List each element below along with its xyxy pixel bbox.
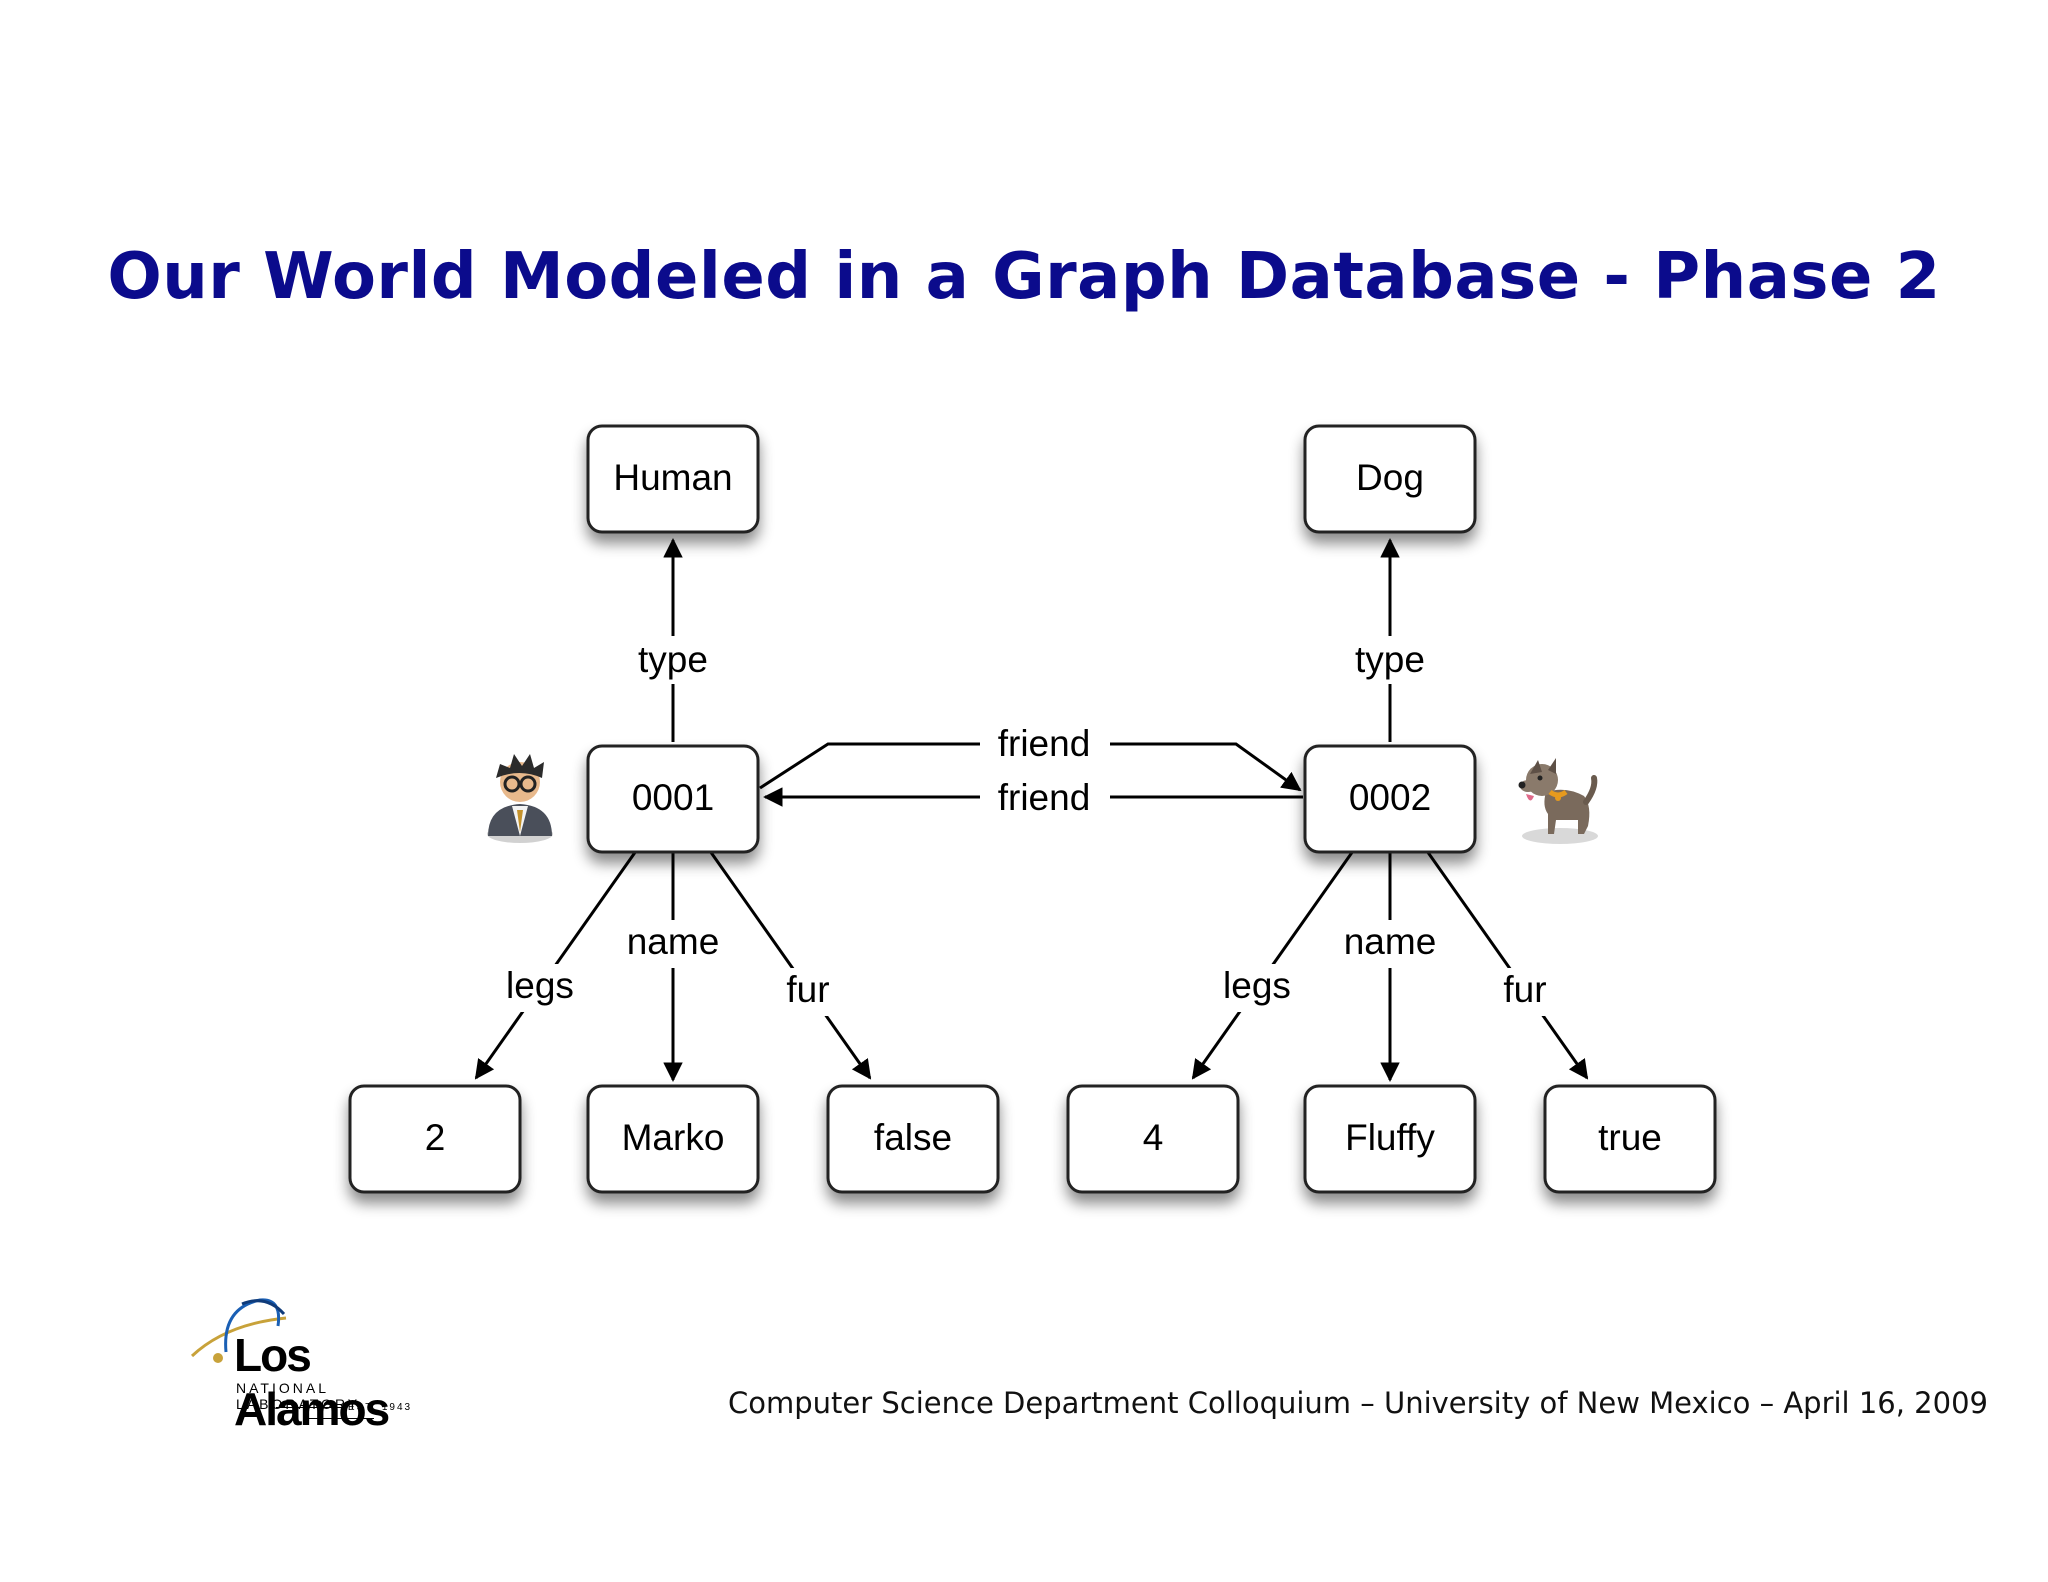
node-label-dog: Dog xyxy=(1356,457,1424,498)
edge-label-fur-right: fur xyxy=(1503,969,1546,1010)
node-dog: Dog xyxy=(1303,424,1477,534)
node-4: 4 xyxy=(1066,1084,1240,1194)
edge-label-name-right: name xyxy=(1344,921,1437,962)
node-label-true: true xyxy=(1598,1117,1662,1158)
node-true: true xyxy=(1543,1084,1717,1194)
slide-footer: Computer Science Department Colloquium –… xyxy=(728,1386,1988,1420)
graph-nodes: Human Dog 0001 0002 2 Marko false 4 xyxy=(348,424,1717,1194)
edge-label-fur-left: fur xyxy=(786,969,829,1010)
edge-label-friend-top: friend xyxy=(998,723,1091,764)
node-label-fluffy: Fluffy xyxy=(1345,1117,1435,1158)
edge-label-friend-bottom: friend xyxy=(998,777,1091,818)
edge-fur-left xyxy=(708,850,872,1080)
node-0001: 0001 xyxy=(586,744,760,854)
node-label-0002: 0002 xyxy=(1349,777,1431,818)
edge-label-type-right: type xyxy=(1355,639,1425,680)
person-with-glasses-icon xyxy=(487,754,553,843)
edge-label-type-left: type xyxy=(638,639,708,680)
edge-label-name-left: name xyxy=(627,921,720,962)
logo-established: EST. 1943 xyxy=(236,1402,446,1424)
atom-orbit-icon xyxy=(190,1298,287,1363)
node-label-4: 4 xyxy=(1143,1117,1164,1158)
node-label-2: 2 xyxy=(425,1117,446,1158)
node-marko: Marko xyxy=(586,1084,760,1194)
edge-fur-right xyxy=(1425,850,1589,1080)
node-label-marko: Marko xyxy=(622,1117,725,1158)
node-2: 2 xyxy=(348,1084,522,1194)
node-label-false: false xyxy=(874,1117,952,1158)
edge-label-legs-right: legs xyxy=(1223,965,1291,1006)
node-label-human: Human xyxy=(613,457,732,498)
node-0002: 0002 xyxy=(1303,744,1477,854)
dog-icon xyxy=(1518,758,1598,844)
node-false: false xyxy=(826,1084,1000,1194)
slide-title: Our World Modeled in a Graph Database - … xyxy=(107,240,1941,314)
node-human: Human xyxy=(586,424,760,534)
node-label-0001: 0001 xyxy=(632,777,714,818)
node-fluffy: Fluffy xyxy=(1303,1084,1477,1194)
los-alamos-logo: Los Alamos NATIONAL LABORATORY EST. 1943 xyxy=(186,1290,456,1435)
edge-labels: type type friend friend legs name fur le… xyxy=(498,636,1557,1016)
edge-label-legs-left: legs xyxy=(506,965,574,1006)
